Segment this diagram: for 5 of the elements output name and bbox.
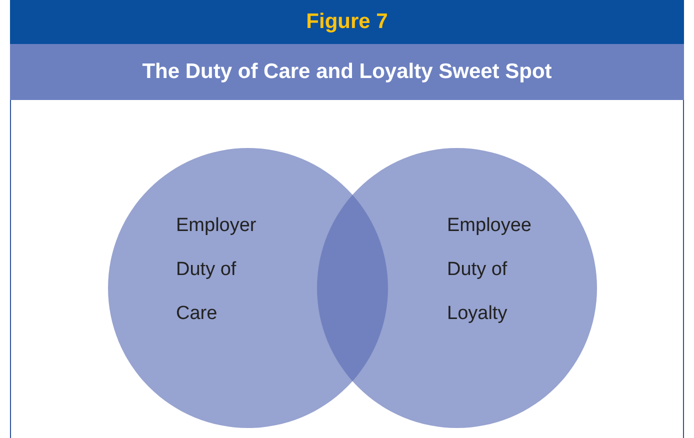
circle-label: Employer Duty of Care [176,214,258,326]
venn-circle [317,148,597,428]
circle-label: Employee Duty of Loyalty [447,214,532,326]
figure-title: The Duty of Care and Loyalty Sweet Spot [142,60,552,84]
figure-number: Figure 7 [306,10,388,34]
